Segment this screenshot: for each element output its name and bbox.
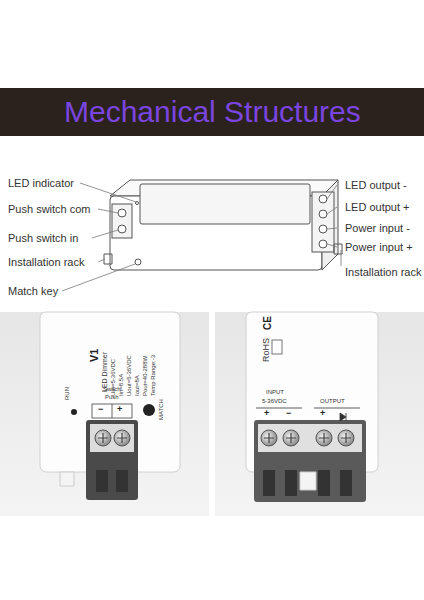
polarity-sign: + xyxy=(320,409,325,419)
callout-label: Match key xyxy=(8,285,58,297)
button-label: MATCH xyxy=(158,399,165,420)
callout-label: Push switch in xyxy=(8,232,78,244)
terminal-label: Push xyxy=(105,394,119,401)
spec-text: Iout=8A xyxy=(134,375,141,396)
model-name: V1 xyxy=(88,349,100,362)
polarity-sign: − xyxy=(98,405,103,415)
callout-label: Installation rack xyxy=(345,266,421,278)
cert-mark: CE xyxy=(262,316,273,330)
terminal-label: 5-36VDC xyxy=(262,398,287,405)
polarity-sign: − xyxy=(286,409,291,419)
spec-text: Iin=8.5A xyxy=(118,374,125,396)
product-name: LED Dimmer xyxy=(101,352,109,392)
left-device xyxy=(40,312,180,500)
title-band xyxy=(0,88,424,136)
photo-left xyxy=(0,312,209,516)
callout-label: Power input - xyxy=(345,222,410,234)
cert-mark: RoHS xyxy=(262,338,272,362)
callout-label: Installation rack xyxy=(8,256,84,268)
polarity-sign: + xyxy=(264,409,269,419)
terminal-label: Switch xyxy=(103,386,121,393)
leader-lines xyxy=(62,183,341,291)
spec-text: Pout=40-288W xyxy=(142,356,149,396)
device-outline xyxy=(104,180,342,270)
terminal-label: INPUT xyxy=(266,389,284,396)
diode-symbol xyxy=(340,413,346,421)
terminal-screws xyxy=(118,195,327,265)
spec-text: Uout=5-36VDC xyxy=(126,355,133,396)
page-title: Mechanical Structures xyxy=(64,95,361,128)
callout-label: Push switch com xyxy=(8,203,91,215)
callout-label: LED output - xyxy=(345,179,407,191)
polarity-sign: + xyxy=(117,405,122,415)
photo-right xyxy=(215,312,424,516)
callout-label: LED output + xyxy=(345,201,410,213)
callout-label: LED indicator xyxy=(8,177,74,189)
indicator-label: RUN xyxy=(64,387,71,400)
terminal-label: OUTPUT xyxy=(320,398,345,405)
callout-label: Power input + xyxy=(345,241,413,253)
spec-text: Temp Range:-3 xyxy=(150,355,157,396)
right-device xyxy=(246,312,378,502)
